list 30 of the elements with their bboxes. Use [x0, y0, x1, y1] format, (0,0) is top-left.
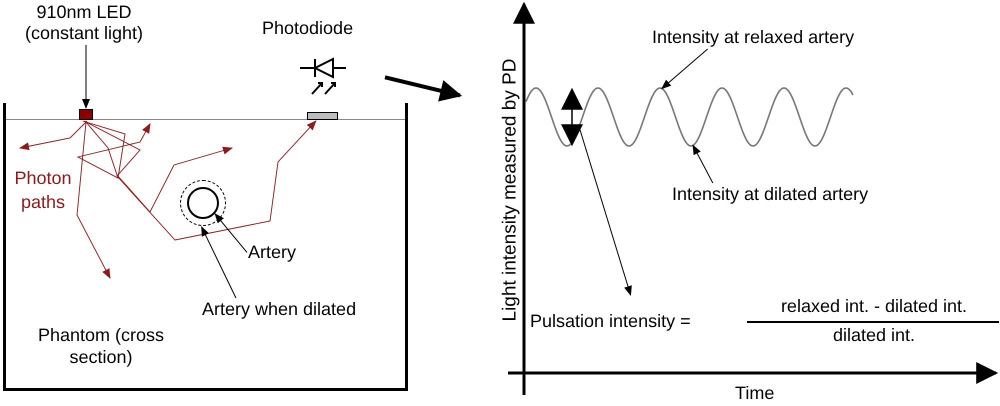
leader-line	[661, 48, 708, 90]
x-axis-label: Time	[735, 383, 774, 404]
photon-paths-label: Photon paths	[13, 167, 73, 214]
callout-label: Artery	[248, 242, 296, 263]
leader-line	[692, 144, 714, 184]
photon-path-arrow	[84, 120, 317, 240]
intensity-waveform	[525, 87, 854, 147]
y-axis-label: Light intensity measured by PD	[500, 58, 520, 322]
dilated-artery-circle	[180, 180, 226, 226]
signal-arrow	[384, 75, 462, 102]
callout-label: Intensity at dilated artery	[672, 184, 868, 205]
leader-line	[82, 44, 90, 109]
formula-denominator: dilated int.	[832, 325, 916, 346]
formula-numerator: relaxed int. - dilated int.	[780, 296, 968, 317]
callout-label: Intensity at relaxed artery	[652, 27, 854, 48]
photon-path-arrow	[76, 120, 110, 279]
led-chip	[79, 109, 93, 120]
photon-path-arrow	[19, 120, 88, 150]
led-label: 910nm LED (constant light)	[4, 2, 164, 44]
photodiode-sensor	[307, 112, 338, 120]
photodiode-label: Photodiode	[262, 18, 354, 39]
formula-text: Pulsation intensity =	[530, 311, 691, 332]
photon-path-arrow	[76, 120, 150, 179]
callout-label: Artery when dilated	[202, 299, 356, 320]
artery-circle	[186, 186, 218, 218]
tank-label: Phantom (cross section)	[36, 324, 166, 368]
photon-path-arrow	[84, 120, 233, 213]
leader-line	[214, 213, 248, 253]
phantom-tank	[3, 103, 408, 391]
leader-line	[201, 226, 236, 298]
